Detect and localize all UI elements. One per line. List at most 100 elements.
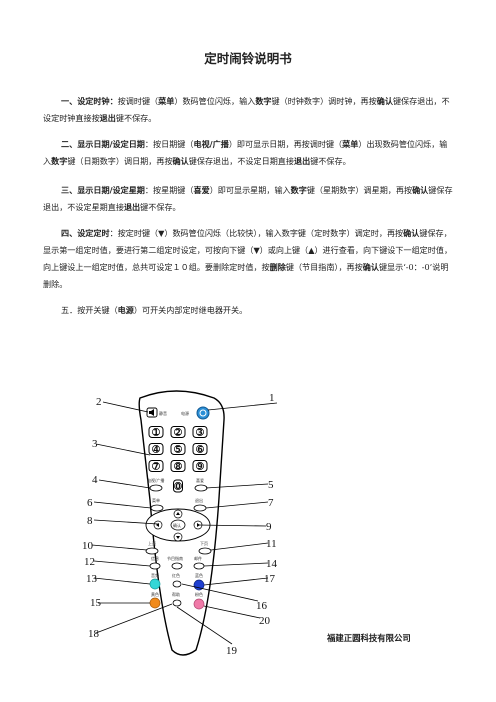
speaker-icon (149, 409, 154, 416)
text-segment: 三、显示日期/设定星期 (61, 185, 145, 195)
digit-label: 5 (175, 445, 181, 454)
svg-text:电视/广播: 电视/广播 (147, 477, 164, 483)
text-segment: 电视/广播 (193, 139, 229, 149)
text-segment: 键（日期数字）调日期，再按 (67, 156, 173, 166)
digit-button-8[interactable]: 8 (170, 460, 186, 472)
text-segment: 键显示‘-0：-0’说明删除。 (43, 262, 449, 289)
svg-text:上页: 上页 (148, 540, 156, 546)
text-segment: ）即可显示日期，再按调时键（ (228, 139, 343, 149)
text-segment: 键不保存。 (140, 202, 181, 212)
digit-label: 6 (197, 445, 203, 454)
svg-text:菜单: 菜单 (152, 497, 160, 503)
text-segment: 键不保存。 (115, 113, 157, 123)
digit-button-5[interactable]: 5 (170, 443, 186, 455)
callout-number-2: 2 (96, 396, 102, 408)
callout-number-20: 20 (259, 615, 271, 627)
text-segment: 二、显示日期/设定日期 (61, 139, 145, 149)
page-title: 定时闹铃说明书 (204, 51, 292, 66)
triangle-up-icon (176, 512, 180, 515)
digit-label: 4 (153, 445, 159, 454)
digit-button-3[interactable]: 3 (192, 426, 208, 438)
cyan-button[interactable]: 音频 (149, 572, 161, 590)
section-set-timer: 四、设定定时：按定时键（▼）数码管位闪烁（比较快），输入数字键（定时数字）调定时… (43, 225, 455, 293)
red-button[interactable]: 红色 (172, 572, 182, 588)
svg-text:下页: 下页 (200, 541, 208, 546)
text-segment: 退出 (123, 202, 141, 212)
text-segment: 键保存退出，不设定日期直接 (188, 156, 294, 166)
section-set-clock: 一、设定时钟：按调时键（菜单）数码管位闪烁，输入数字键（时钟数字）调时钟，再按确… (43, 93, 455, 127)
text-segment: 四、设定定时 (61, 228, 110, 238)
text-segment: 确认 (403, 228, 420, 238)
svg-text:粉色: 粉色 (195, 591, 203, 597)
callout-number-11: 11 (266, 538, 277, 550)
text-segment: 数字 (51, 156, 68, 166)
digit-label: 0 (175, 482, 181, 491)
callout-number-15: 15 (90, 597, 102, 609)
mute-button[interactable]: 静音 (146, 407, 167, 418)
page-down-button[interactable]: 下页 (198, 541, 212, 555)
text-segment: 删除 (269, 262, 286, 272)
help-button[interactable]: 帮助 (172, 591, 182, 607)
text-segment: 确认 (362, 262, 379, 272)
text-segment: 确认 (412, 185, 429, 195)
mail-button[interactable]: 邮件 (193, 555, 205, 570)
svg-text:确认: 确认 (173, 522, 181, 528)
info-button[interactable]: 信息 (149, 555, 161, 570)
callout-number-14: 14 (266, 558, 278, 570)
text-segment: 数字 (290, 185, 307, 195)
text-segment: 五．按开关键（ (61, 305, 118, 315)
section-set-date: 二、显示日期/设定日期：按日期键（电视/广播）即可显示日期，再按调时键（菜单）出… (43, 136, 455, 170)
callout-number-9: 9 (266, 521, 272, 533)
digit-label: 8 (175, 462, 181, 471)
digit-label: 1 (153, 428, 159, 437)
digit-button-0[interactable]: 0 (173, 479, 183, 493)
text-segment: 键（时钟数字）调时钟，再按 (271, 96, 377, 106)
orange-button[interactable]: 黄色 (149, 591, 161, 609)
callout-number-12: 12 (84, 556, 95, 568)
digit-label: 2 (175, 428, 181, 437)
digit-button-9[interactable]: 9 (192, 460, 208, 472)
callout-number-13: 13 (86, 573, 98, 585)
digit-label: 7 (153, 462, 159, 471)
svg-text:静音: 静音 (159, 410, 167, 416)
section-power-switch: 五．按开关键（电源）可开关内部定时继电器开关。 (43, 302, 455, 319)
text-segment: ：按日期键（ (144, 139, 194, 149)
digit-button-4[interactable]: 4 (148, 443, 164, 455)
pink-button[interactable]: 粉色 (193, 591, 205, 610)
digit-label: 9 (197, 462, 203, 471)
text-segment: 退出 (99, 113, 116, 123)
company-name: 福建正圆科技有限公司 (327, 633, 411, 643)
power-icon (199, 409, 207, 417)
svg-text:红色: 红色 (172, 572, 180, 578)
text-segment: 按调时键（ (117, 96, 159, 106)
digit-button-2[interactable]: 2 (170, 426, 186, 438)
text-segment: ）可开关内部定时继电器开关。 (133, 305, 248, 315)
text-segment: 一、设定时钟： (61, 96, 118, 106)
power-button[interactable]: 电源 (181, 406, 210, 420)
digit-button-1[interactable]: 1 (148, 426, 164, 438)
text-segment: 电源 (117, 305, 134, 315)
digit-button-7[interactable]: 7 (148, 460, 164, 472)
text-segment: ：按定时键（▼）数码管位闪烁（比较快），输入数字键（定时数字）调定时，再按 (109, 228, 404, 238)
text-segment: 喜爱 (193, 185, 210, 195)
text-segment: 确认 (172, 156, 189, 166)
section-set-week: 三、显示日期/设定星期：按星期键（喜爱）即可显示星期，输入数字键（星期数字）调星… (43, 182, 455, 216)
text-segment: 数字 (255, 96, 272, 106)
text-segment: ）数码管位闪烁，输入 (174, 96, 256, 106)
text-segment: 菜单 (158, 96, 175, 106)
page-up-button[interactable]: 上页 (145, 540, 159, 555)
epg-button[interactable]: 节目指南 (167, 555, 183, 570)
text-segment: 退出 (293, 156, 311, 166)
text-segment: ）即可显示星期，输入 (209, 185, 291, 195)
callout-number-6: 6 (87, 497, 93, 509)
svg-text:黄色: 黄色 (151, 591, 159, 597)
text-segment: 键不保存。 (310, 156, 351, 166)
callout-number-5: 5 (268, 479, 274, 491)
text-segment: 键保存退出，不设定星期直接 (43, 185, 453, 212)
digit-button-6[interactable]: 6 (192, 443, 208, 455)
text-segment: 键保存退出，不设定时钟直接按 (43, 96, 450, 123)
svg-text:蓝色: 蓝色 (195, 572, 203, 578)
ok-button (170, 519, 186, 531)
svg-text:喜爱: 喜爱 (196, 477, 204, 483)
